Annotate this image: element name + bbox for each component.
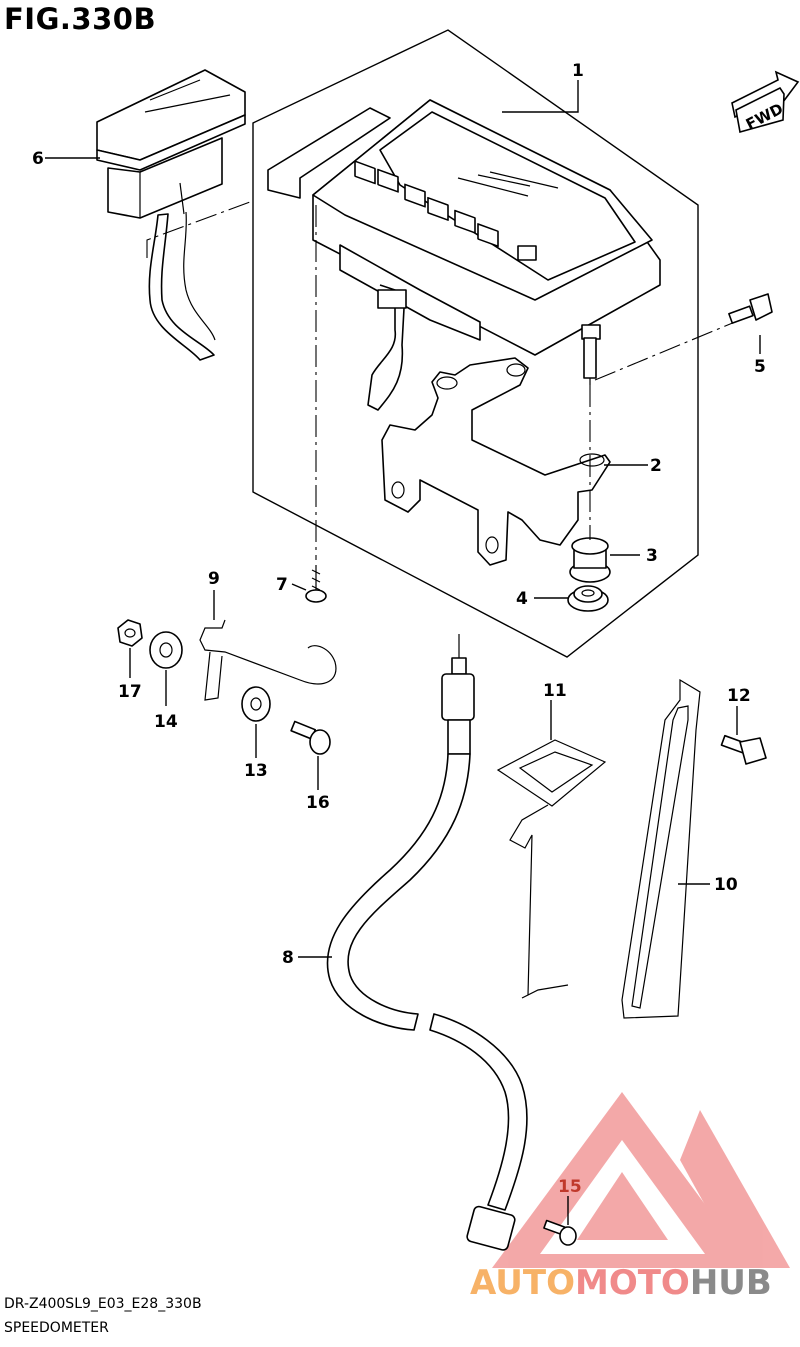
label-part-16: 16 <box>306 793 330 813</box>
watermark-auto: AUTO <box>470 1263 575 1303</box>
connector-part <box>96 69 246 361</box>
label-part-5: 5 <box>754 357 766 377</box>
mounting-bracket <box>381 357 611 566</box>
rubber-grommet <box>569 537 611 583</box>
label-part-11: 11 <box>543 681 567 701</box>
label-part-15: 15 <box>558 1177 582 1197</box>
figure-title: FIG.330B <box>4 2 157 36</box>
label-part-2: 2 <box>650 456 662 476</box>
wire-clamp <box>199 619 337 701</box>
label-part-14: 14 <box>154 712 178 732</box>
assembly-outline <box>252 29 699 658</box>
screw-15 <box>543 1219 577 1246</box>
cable-clamp <box>496 739 607 999</box>
watermark-text: AUTOMOTOHUB <box>470 1263 772 1303</box>
label-part-4: 4 <box>516 589 528 609</box>
svg-text:AUTOMOTOHUB: AUTOMOTOHUB <box>470 1263 772 1303</box>
label-part-9: 9 <box>208 569 220 589</box>
nut-17 <box>117 619 143 647</box>
label-part-6: 6 <box>32 149 44 169</box>
watermark-hub: HUB <box>690 1263 772 1303</box>
flange-nut <box>567 585 609 612</box>
washer-13 <box>241 686 271 722</box>
retaining-band <box>621 678 701 1019</box>
label-part-7: 7 <box>276 575 288 595</box>
label-part-8: 8 <box>282 948 294 968</box>
hex-bolt <box>728 293 773 324</box>
watermark-logo <box>492 1092 790 1268</box>
diagram-code: DR-Z400SL9_E03_E28_330B <box>4 1296 202 1312</box>
screw-16 <box>290 720 331 755</box>
speedometer-unit <box>267 99 661 411</box>
label-part-10: 10 <box>714 875 738 895</box>
watermark-moto: MOTO <box>575 1263 690 1303</box>
diagram-name: SPEEDOMETER <box>4 1320 109 1336</box>
label-part-1: 1 <box>572 61 584 81</box>
label-part-13: 13 <box>244 761 268 781</box>
label-part-12: 12 <box>727 686 751 706</box>
flange-bolt <box>720 734 767 765</box>
label-part-17: 17 <box>118 682 142 702</box>
label-part-3: 3 <box>646 546 658 566</box>
washer-14 <box>149 631 183 669</box>
fwd-direction-badge: FWD <box>731 70 800 134</box>
speedometer-cable <box>326 634 528 1251</box>
tapping-screw <box>305 565 327 603</box>
